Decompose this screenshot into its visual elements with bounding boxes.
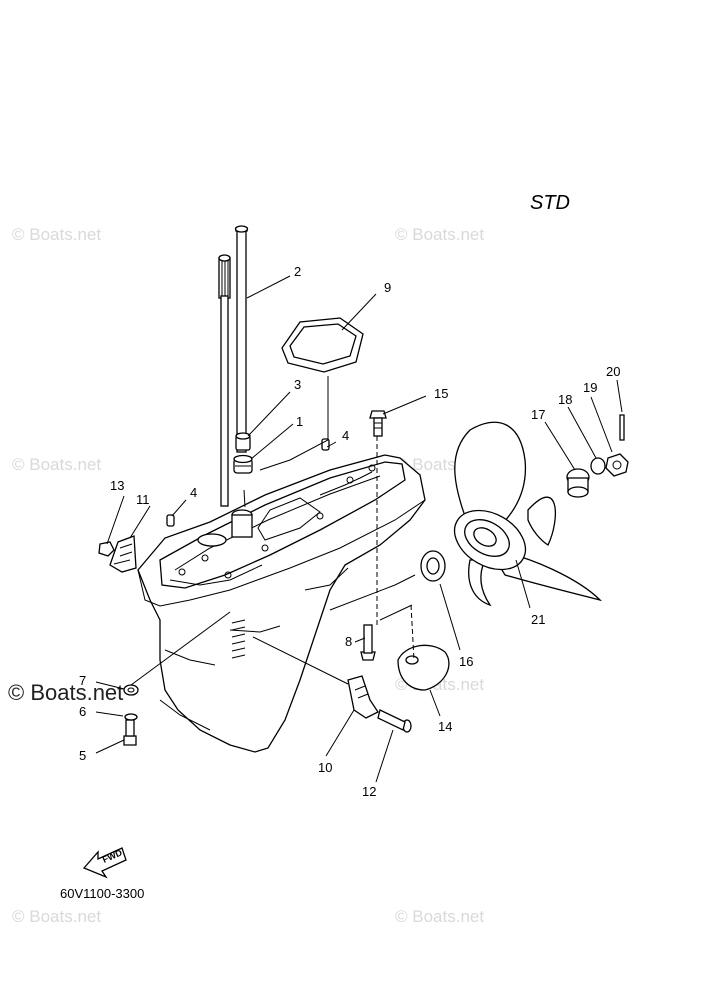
- plug-bolt: [123, 719, 137, 746]
- bolt: [369, 410, 387, 437]
- callout-labels: 1 2 3 4 4 5 6 7 8 9 10 11 12 13 14 15 16…: [79, 264, 620, 799]
- anode: [397, 644, 450, 691]
- bushing: [235, 432, 251, 451]
- callout-number: 14: [438, 719, 452, 734]
- callout-number: 3: [294, 377, 301, 392]
- dowel-pin: [321, 438, 330, 451]
- callout-number: 6: [79, 704, 86, 719]
- callout-number: 9: [384, 280, 391, 295]
- forward-direction-arrow: FWD: [82, 847, 127, 879]
- watermark: © Boats.net: [12, 907, 101, 926]
- lock-washer: [124, 713, 138, 721]
- callout-number: 21: [531, 612, 545, 627]
- lower-casing: [137, 454, 426, 753]
- propeller: [453, 421, 603, 607]
- bolt: [360, 624, 376, 661]
- callout-number: 8: [345, 634, 352, 649]
- washer: [590, 457, 606, 475]
- callout-number: 5: [79, 748, 86, 763]
- propeller-nut: [605, 453, 629, 477]
- screw: [377, 709, 412, 733]
- callout-number: 4: [190, 485, 197, 500]
- watermark: © Boats.net: [395, 907, 484, 926]
- callout-number: 16: [459, 654, 473, 669]
- callout-number: 2: [294, 264, 301, 279]
- dowel-pin: [166, 514, 175, 527]
- callout-number: 12: [362, 784, 376, 799]
- callout-number: 10: [318, 760, 332, 775]
- callout-number: 7: [79, 673, 86, 688]
- shift-rod: [218, 254, 231, 507]
- watermark: © Boats.net: [12, 455, 101, 474]
- callout-number: 19: [583, 380, 597, 395]
- nut: [98, 541, 115, 557]
- callout-number: 4: [342, 428, 349, 443]
- oil-seal: [233, 454, 253, 474]
- gasket: [281, 317, 364, 373]
- callout-number: 1: [296, 414, 303, 429]
- variant-label: STD: [530, 192, 570, 214]
- dashed-hidden-lines: [376, 436, 415, 661]
- thrust-washer: [420, 550, 446, 582]
- callout-number: 13: [110, 478, 124, 493]
- drive-shaft: [234, 225, 249, 453]
- watermark: © Boats.net: [8, 680, 123, 705]
- callout-number: 15: [434, 386, 448, 401]
- spacer: [566, 468, 590, 498]
- cotter-pin: [619, 414, 625, 441]
- watermark: © Boats.net: [395, 225, 484, 244]
- diagram-code: 60V1100-3300: [60, 886, 144, 901]
- watermark: © Boats.net: [12, 225, 101, 244]
- callout-number: 20: [606, 364, 620, 379]
- callout-number: 17: [531, 407, 545, 422]
- clip: [109, 535, 137, 573]
- leader-lines: [95, 275, 623, 783]
- callout-number: 11: [136, 492, 150, 507]
- callout-number: 18: [558, 392, 572, 407]
- gasket-washer: [123, 684, 139, 696]
